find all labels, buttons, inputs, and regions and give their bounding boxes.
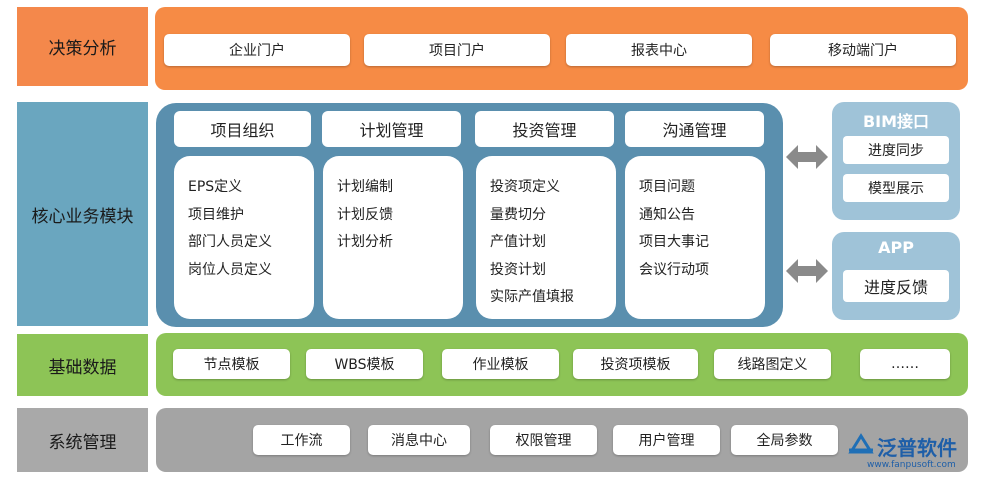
decision-item-enterprise-portal[interactable]: 企业门户 [164,34,350,66]
basic-item-node-template[interactable]: 节点模板 [173,349,290,379]
bim-interface-title: BIM接口 [862,112,930,131]
list-item[interactable]: 项目大事记 [639,234,709,250]
app-title: APP [878,238,914,257]
bim-item-progress-sync[interactable]: 进度同步 [843,136,949,164]
basic-item-wbs-template[interactable]: WBS模板 [306,349,423,379]
core-column-list-investment-management: 投资项定义 量费切分 产值计划 投资计划 实际产值填报 [476,156,616,319]
list-item[interactable]: 投资项定义 [490,179,560,195]
list-item[interactable]: 会议行动项 [639,261,709,278]
decision-item-mobile-portal[interactable]: 移动端门户 [770,34,956,66]
list-item[interactable]: 项目维护 [188,206,244,223]
brand-logo: 泛普软件 www.fanpusoft.com [845,430,975,476]
basic-data-row-label: 基础数据 [17,334,148,396]
list-item[interactable]: 投资计划 [490,261,546,278]
basic-item-job-template[interactable]: 作业模板 [442,349,559,379]
list-item[interactable]: 实际产值填报 [490,289,574,305]
core-column-list-project-org: EPS定义 项目维护 部门人员定义 岗位人员定义 [174,156,314,319]
system-row-label: 系统管理 [17,408,148,472]
basic-item-route-map-definition[interactable]: 线路图定义 [714,349,831,379]
list-item[interactable]: 项目问题 [639,179,695,195]
core-column-title-investment-management[interactable]: 投资管理 [475,111,614,147]
basic-item-more[interactable]: …… [860,349,950,379]
decision-row-label: 决策分析 [17,7,148,86]
list-item[interactable]: 计划反馈 [337,206,393,223]
bim-item-model-display[interactable]: 模型展示 [843,174,949,202]
bim-interface-panel: BIM接口 进度同步 模型展示 [832,102,960,220]
decision-item-report-center[interactable]: 报表中心 [566,34,752,66]
basic-data-row-band: 节点模板 WBS模板 作业模板 投资项模板 线路图定义 …… [156,333,968,396]
list-item[interactable]: 部门人员定义 [188,234,272,250]
core-column-title-plan-management[interactable]: 计划管理 [322,111,461,147]
list-item[interactable]: 计划编制 [337,179,393,195]
core-column-list-communication-management: 项目问题 通知公告 项目大事记 会议行动项 [625,156,765,319]
app-panel: APP 进度反馈 [832,232,960,320]
decision-row-band: 企业门户 项目门户 报表中心 移动端门户 [155,7,968,90]
list-item[interactable]: 产值计划 [490,234,546,250]
system-row-band: 工作流 消息中心 权限管理 用户管理 全局参数 [156,408,968,472]
list-item[interactable]: 计划分析 [337,234,393,250]
double-arrow-icon [786,145,828,169]
app-item-progress-feedback[interactable]: 进度反馈 [843,270,949,302]
core-row-band: 项目组织 EPS定义 项目维护 部门人员定义 岗位人员定义 计划管理 计划编制 … [156,103,783,327]
basic-item-investment-template[interactable]: 投资项模板 [573,349,698,379]
core-column-list-plan-management: 计划编制 计划反馈 计划分析 [323,156,463,319]
core-row-label: 核心业务模块 [17,102,148,326]
system-item-global-parameters[interactable]: 全局参数 [731,425,838,455]
list-item[interactable]: 岗位人员定义 [188,261,272,278]
list-item[interactable]: EPS定义 [188,179,243,195]
list-item[interactable]: 通知公告 [639,206,695,223]
brand-url: www.fanpusoft.com [867,460,956,470]
system-item-permission-management[interactable]: 权限管理 [490,425,597,455]
brand-name: 泛普软件 [877,436,957,460]
brand-logo-icon [848,433,874,454]
core-column-title-communication-management[interactable]: 沟通管理 [625,111,764,147]
list-item[interactable]: 量费切分 [490,206,546,223]
double-arrow-icon [786,259,828,283]
system-item-user-management[interactable]: 用户管理 [613,425,720,455]
core-column-title-project-org[interactable]: 项目组织 [174,111,311,147]
system-item-message-center[interactable]: 消息中心 [368,425,470,455]
system-item-workflow[interactable]: 工作流 [253,425,350,455]
decision-item-project-portal[interactable]: 项目门户 [364,34,550,66]
